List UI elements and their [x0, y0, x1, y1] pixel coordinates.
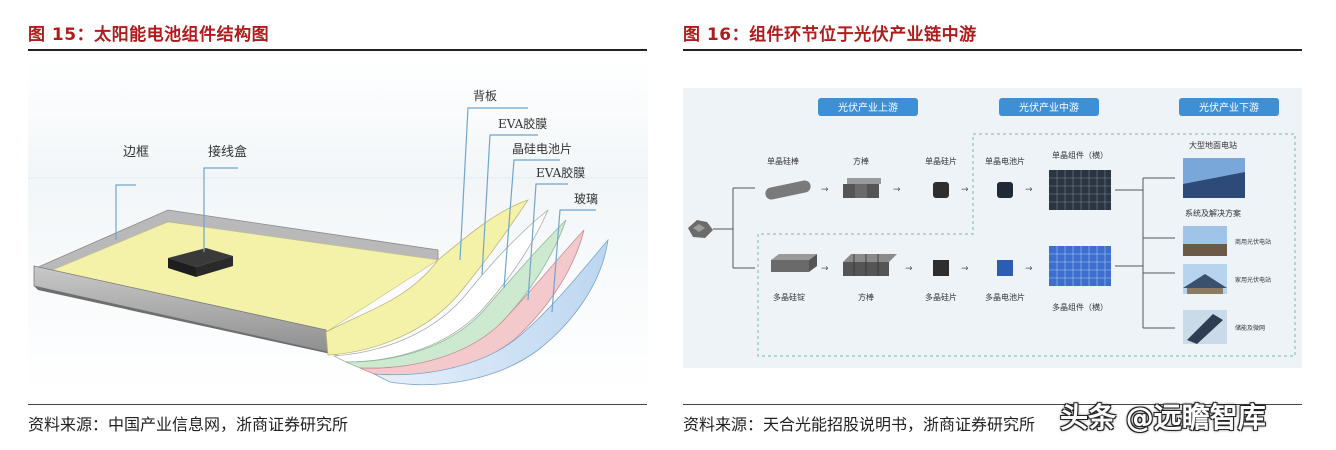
source-rule-right [683, 404, 1302, 405]
poly-square-icon [843, 254, 897, 276]
mono-module-icon [1049, 170, 1111, 210]
poly-wafer-icon [933, 260, 949, 276]
stage-midstream: 光伏产业中游 [1019, 101, 1079, 114]
junction-box [168, 248, 233, 267]
mono-rod-label: 单晶硅棒 [767, 156, 799, 166]
poly-wafer-label: 多晶硅片 [925, 292, 957, 302]
label-cell: 晶硅电池片 [512, 142, 572, 156]
backsheet-layer [325, 199, 529, 356]
label-eva-bottom: EVA胶膜 [536, 165, 585, 180]
stage-upstream-badge [818, 98, 918, 116]
glass-layer [373, 238, 609, 386]
poly-ingot-label: 多晶硅锭 [773, 292, 805, 302]
svg-text:→: → [961, 264, 969, 274]
mono-cell-label: 单晶电池片 [985, 156, 1025, 166]
mono-cell-icon [997, 182, 1013, 198]
title-rule-right [683, 49, 1302, 51]
mono-square-icon [843, 178, 881, 198]
poly-cell-label: 多晶电池片 [985, 292, 1025, 302]
mono-wafer-icon [933, 182, 949, 198]
label-frame: 边框 [123, 145, 149, 160]
arrow-1: → [821, 185, 829, 195]
mono-wafer-label: 单晶硅片 [925, 156, 957, 166]
commercial-label: 商用光伏电站 [1235, 238, 1271, 246]
stage-downstream-badge [1179, 98, 1279, 116]
household-label: 家用光伏电站 [1235, 276, 1271, 284]
title-rule-left [28, 49, 647, 51]
label-backsheet: 背板 [473, 89, 497, 103]
svg-text:→: → [1025, 185, 1033, 195]
ground-station-label: 大型地面电站 [1189, 140, 1237, 150]
poly-cell-icon [997, 260, 1013, 276]
poly-module-icon [1049, 246, 1111, 286]
poly-square-label: 方棒 [858, 292, 874, 302]
source-right: 资料来源：天合光能招股说明书，浙商证券研究所 [683, 415, 1036, 434]
source-rule-left [28, 404, 647, 405]
figure-16-title: 图 16：组件环节位于光伏产业链中游 [683, 25, 977, 45]
offgrid-label: 储能及微网 [1235, 324, 1265, 332]
commercial-station-photo [1183, 226, 1227, 256]
mono-square-label: 方棒 [853, 156, 869, 166]
offgrid-photo [1183, 310, 1227, 344]
mono-rod-icon [765, 180, 811, 200]
poly-ingot-icon [771, 254, 817, 272]
poly-module-label: 多晶组件（横） [1052, 302, 1108, 312]
svg-text:→: → [1025, 264, 1033, 274]
figure-15-title: 图 15：太阳能电池组件结构图 [28, 25, 270, 45]
stage-upstream: 光伏产业上游 [838, 101, 898, 114]
svg-text:→: → [905, 264, 913, 274]
solutions-label: 系统及解决方案 [1185, 208, 1241, 218]
svg-text:→: → [961, 185, 969, 195]
source-left: 资料来源：中国产业信息网，浙商证券研究所 [28, 415, 349, 434]
watermark: 头条 @远瞻智库 [1060, 401, 1266, 434]
raw-silicon-icon [688, 220, 713, 238]
label-junction-box: 接线盒 [208, 144, 247, 160]
label-eva-top: EVA胶膜 [498, 116, 547, 131]
pv-industry-chain-diagram: 光伏产业上游 光伏产业中游 光伏产业下游 单晶硅棒 → 方棒 → 单晶硅片 [683, 88, 1302, 368]
svg-text:→: → [821, 264, 829, 274]
label-glass: 玻璃 [574, 192, 598, 206]
solar-module-structure-diagram: 边框 接线盒 背板 EVA胶膜 晶硅电池片 EVA胶膜 玻璃 [28, 60, 648, 395]
eva-layer-top [332, 209, 549, 363]
mono-module-label: 单晶组件（横） [1052, 150, 1108, 160]
stage-midstream-badge [999, 98, 1099, 116]
stage-downstream: 光伏产业下游 [1199, 101, 1259, 114]
household-station-photo [1183, 264, 1227, 294]
svg-text:→: → [893, 185, 901, 195]
ground-station-photo [1183, 158, 1245, 198]
